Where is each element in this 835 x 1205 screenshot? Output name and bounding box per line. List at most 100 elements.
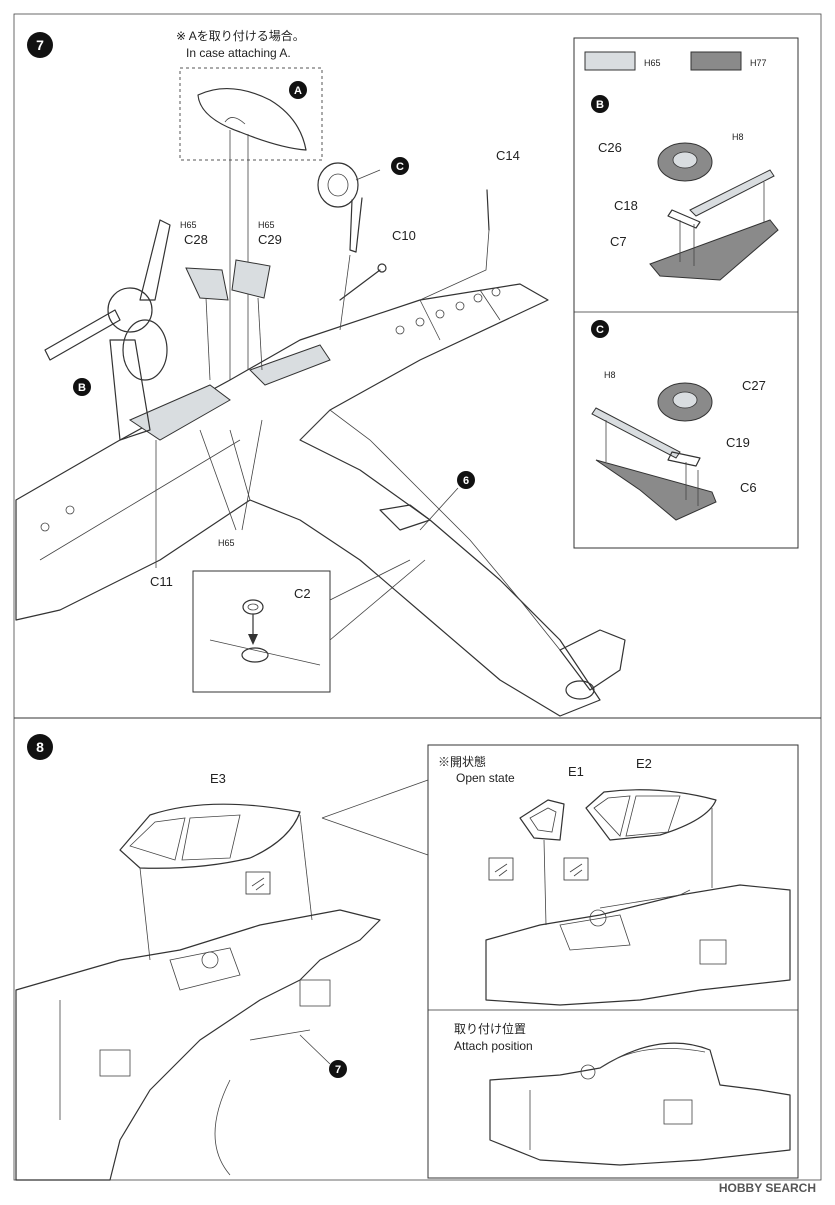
inset-c2-surface [209, 639, 321, 666]
option-a-box [179, 67, 323, 161]
glue-icon-e1 [488, 857, 514, 881]
svg-text:H65: H65 [180, 220, 197, 230]
svg-text:H65: H65 [258, 220, 275, 230]
callout-b-main: B [73, 378, 91, 396]
part-e1-window [529, 807, 557, 833]
step8-number: 8 [36, 739, 44, 755]
aircraft-open-state [485, 884, 791, 1006]
label-c6: C6 [740, 480, 757, 495]
svg-text:6: 6 [463, 475, 469, 487]
callout-6-leader [419, 487, 459, 531]
part-c19-shape [667, 451, 701, 467]
label-c11: C11 [150, 574, 173, 589]
svg-text:C28: C28 [184, 232, 208, 247]
guide-line-c29 [257, 297, 263, 371]
leader-to-open-panel-1 [321, 779, 429, 819]
label-c19: C19 [726, 435, 750, 450]
part-c29-shape [231, 259, 271, 299]
step7-number-badge [27, 32, 53, 58]
part-e3-canopy [119, 803, 301, 869]
swatch-h77-label: H77 [750, 58, 767, 68]
part-e2-window2 [625, 795, 681, 837]
callout-7-leader [299, 1034, 331, 1065]
step8-header: 8 [27, 734, 53, 760]
inset-c2-leader-1 [329, 559, 411, 601]
callout-a: A [289, 81, 307, 99]
guide-line-c14 [419, 229, 490, 301]
label-c7: C7 [610, 234, 627, 249]
svg-text:7: 7 [335, 1064, 341, 1076]
part-c2-shape [242, 599, 264, 615]
open-state-jp: ※開状態 [438, 754, 486, 769]
swatch-h65 [584, 51, 636, 71]
aircraft-attach-position [489, 1042, 791, 1166]
label-e2: E2 [636, 756, 652, 771]
svg-text:A: A [294, 85, 302, 97]
step8-number-badge [27, 734, 53, 760]
guide-e3-2 [299, 814, 313, 921]
inset-c2-box [192, 570, 331, 693]
part-c10-shape [339, 269, 381, 301]
part-c-strut [591, 407, 681, 459]
part-c10-joint [377, 263, 387, 273]
label-c26: C26 [598, 140, 622, 155]
label-c14: C14 [496, 148, 520, 163]
step7-note-jp: ※ Aを取り付ける場合。 [176, 28, 305, 43]
attach-position-jp: 取り付け位置 [454, 1021, 526, 1036]
svg-text:B: B [596, 99, 604, 111]
callout-6: 6 [457, 471, 475, 489]
part-c26-hub [672, 151, 698, 169]
wheel-c-assembly [317, 162, 381, 253]
label-e1: E1 [568, 764, 584, 779]
label-e3: E3 [210, 771, 226, 786]
callout-c-main: C [391, 157, 409, 175]
leader-to-open-panel-2 [321, 817, 429, 856]
paint-h8-c: H8 [604, 370, 616, 380]
part-c7-shape [649, 219, 779, 281]
part-c2-hole [247, 603, 259, 611]
aircraft-step8 [15, 909, 381, 1181]
open-state-en: Open state [456, 771, 515, 785]
glue-icon-e3 [245, 871, 271, 895]
callout-b-detail: B [591, 95, 609, 113]
part-c27-hub [672, 391, 698, 409]
part-c28-shape [185, 267, 229, 301]
svg-text:B: B [78, 382, 86, 394]
inset-c2-arrowhead [248, 634, 258, 645]
swatch-h65-label: H65 [644, 58, 661, 68]
part-b-strut [689, 169, 775, 217]
svg-text:H65: H65 [218, 538, 235, 548]
callout-7: 7 [329, 1060, 347, 1078]
callout-c-detail: C [591, 320, 609, 338]
svg-text:C: C [396, 161, 404, 173]
part-e3-window2 [181, 814, 241, 861]
guide-e3-1 [139, 867, 151, 961]
step7-note-en: In case attaching A. [186, 46, 291, 60]
glue-icon-e3-mark [251, 877, 265, 891]
watermark: HOBBY SEARCH [719, 1181, 816, 1195]
inset-c2-leader-2 [329, 559, 426, 641]
cover-a-detail [224, 117, 246, 125]
guide-line-c28 [205, 297, 211, 381]
part-e3-window1 [129, 817, 186, 861]
step7-number: 7 [36, 37, 44, 53]
part-e2-window1 [593, 795, 631, 837]
label-c10: C10 [392, 228, 416, 243]
guide-e1 [543, 839, 547, 926]
paint-h65-pointer: H65 [199, 419, 263, 548]
part-c6-shape [595, 459, 717, 521]
label-c27: C27 [742, 378, 766, 393]
glue-icon-e1-mark [494, 863, 508, 877]
attach-position-en: Attach position [454, 1039, 533, 1053]
svg-text:C: C [596, 324, 604, 336]
label-c28: H65 C28 [180, 220, 208, 247]
part-e2-canopy [585, 789, 717, 841]
open-state-panel [427, 744, 799, 1179]
step7-header: 7 [27, 32, 53, 58]
guide-line-c [339, 254, 351, 331]
glue-icon-e2-mark [569, 863, 583, 877]
label-c29: H65 C29 [258, 220, 282, 247]
svg-text:C29: C29 [258, 232, 282, 247]
glue-icon-e2 [563, 857, 589, 881]
